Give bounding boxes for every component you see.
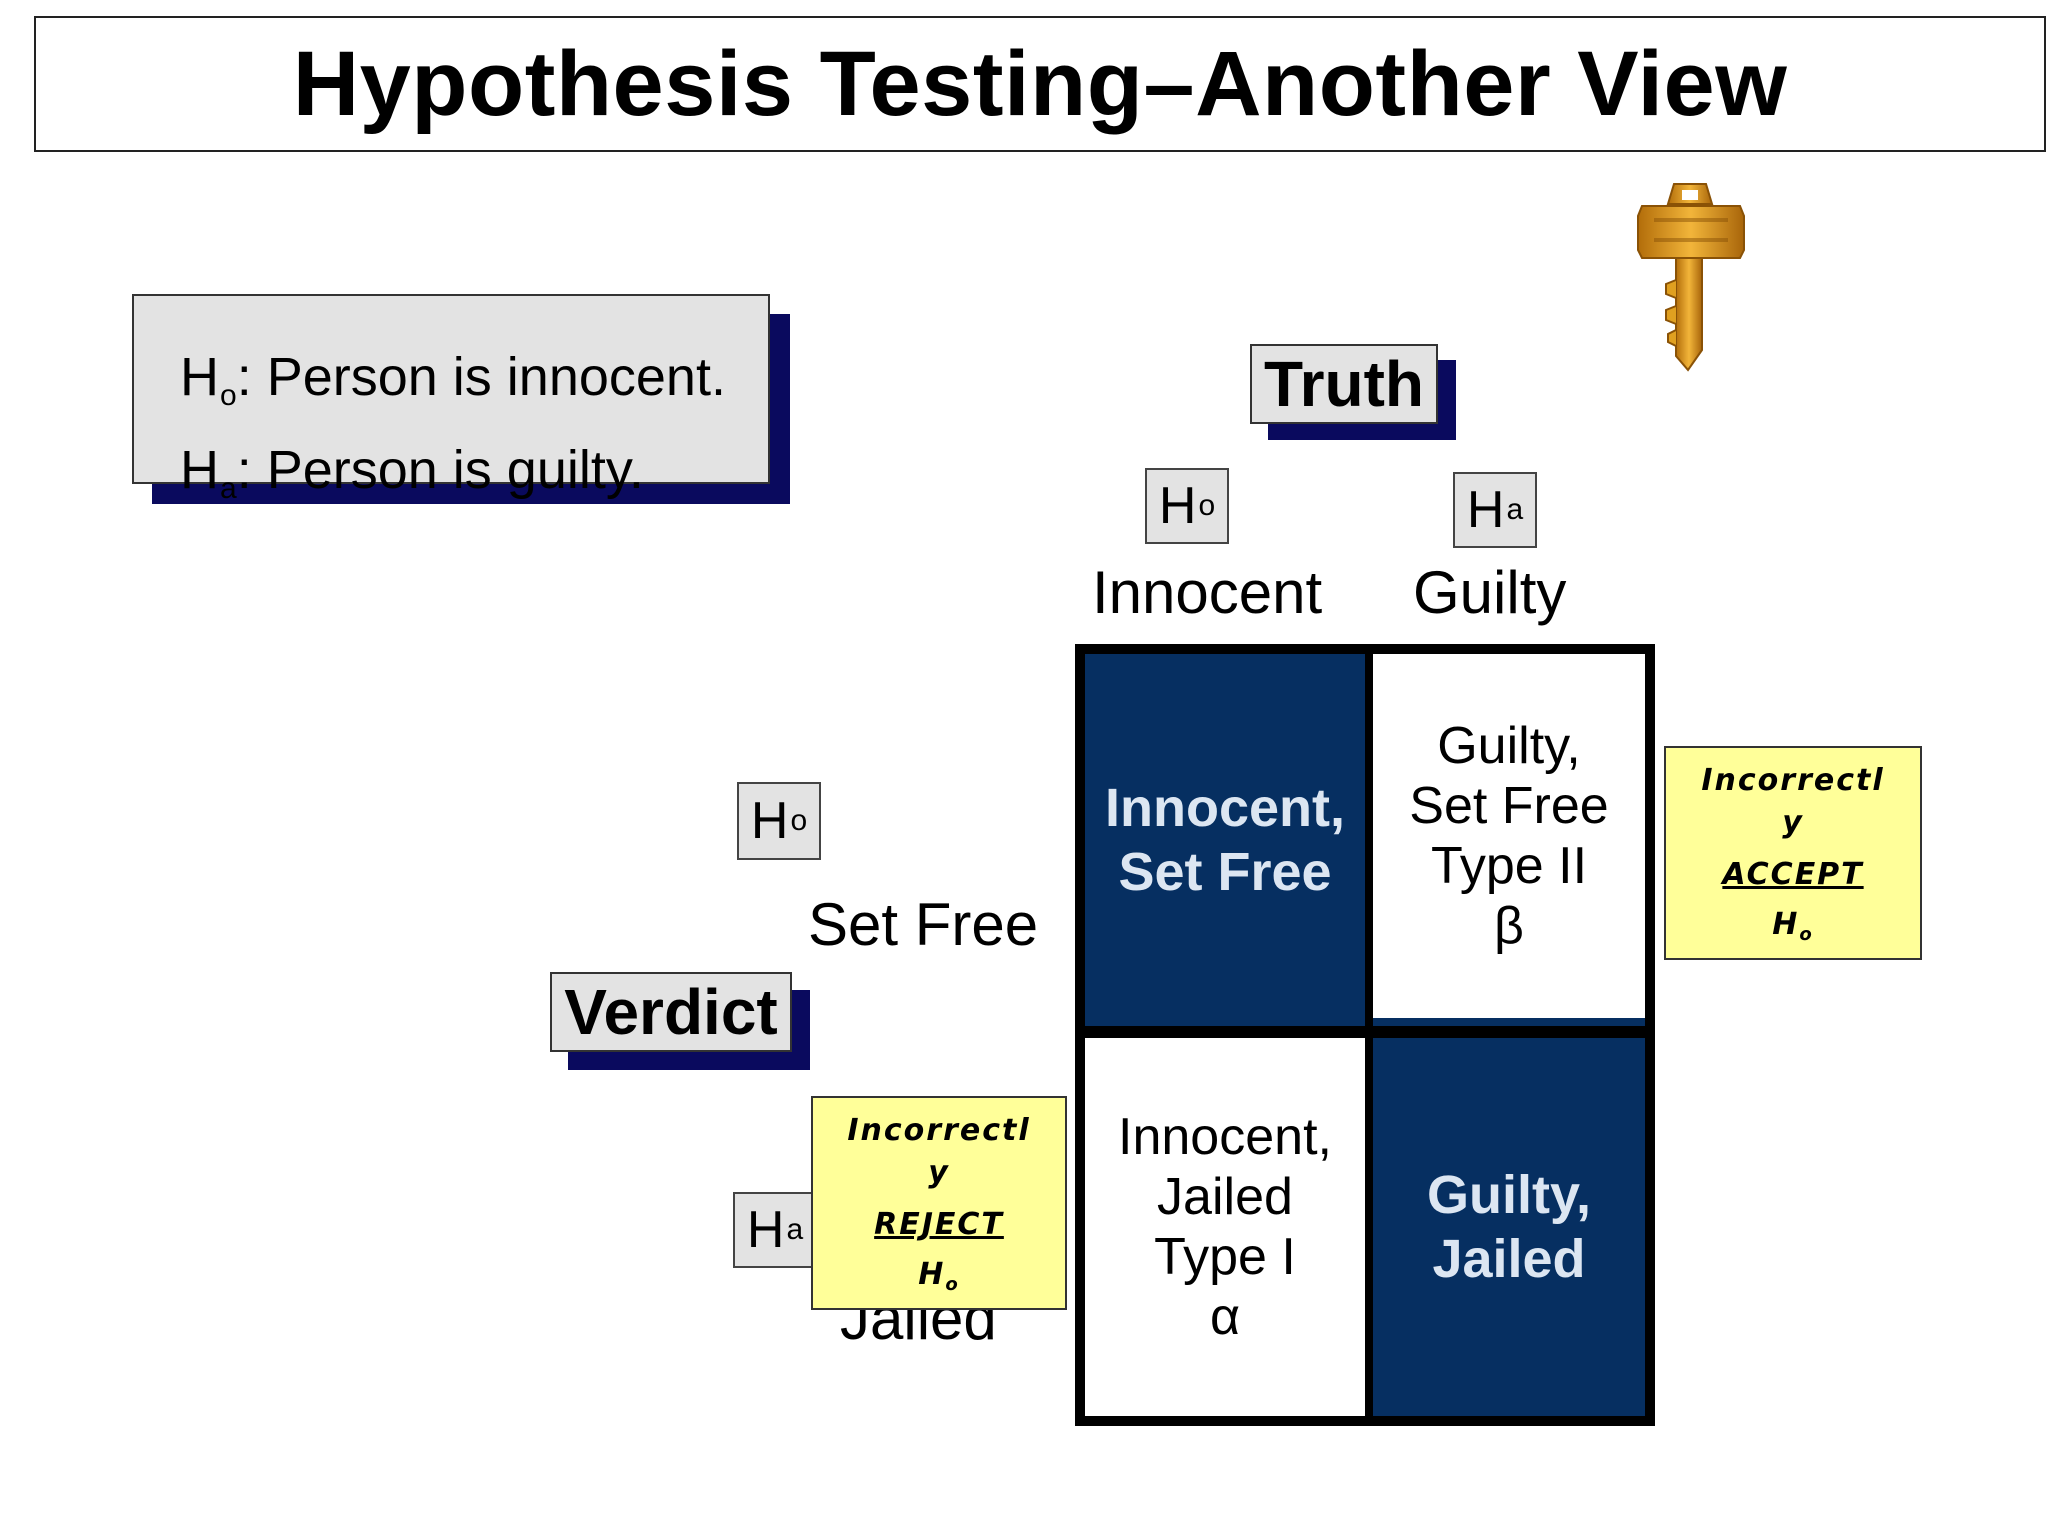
cell-innocent-set-free: Innocent, Set Free <box>1085 654 1365 1026</box>
alternative-hypothesis: Ha: Person is guilty. <box>180 440 644 505</box>
verdict-label: Verdict <box>550 972 792 1052</box>
cell-guilty-set-free: Guilty, Set Free Type II β <box>1373 654 1645 1026</box>
key-icon <box>1637 183 1745 372</box>
column-label-innocent: Innocent <box>1092 559 1323 626</box>
truth-label: Truth <box>1250 344 1438 424</box>
null-hypothesis: Ho: Person is innocent. <box>180 347 726 412</box>
cell-innocent-jailed: Innocent, Jailed Type I α <box>1085 1038 1365 1416</box>
cell-guilty-jailed: Guilty, Jailed <box>1373 1038 1645 1416</box>
decision-grid: Innocent, Set Free Guilty, Set Free Type… <box>1075 644 1655 1426</box>
page-title: Hypothesis Testing–Another View <box>292 32 1788 135</box>
row-label-set-free: Set Free <box>808 891 1039 958</box>
hypotheses-box: Ho: Person is innocent. Ha: Person is gu… <box>132 294 770 505</box>
note-incorrectly-accept: Incorrectl y ACCEPT Ho <box>1664 746 1922 960</box>
title-box: Hypothesis Testing–Another View <box>34 16 2046 152</box>
note-incorrectly-reject: Incorrectl y REJECT Ho <box>811 1096 1067 1310</box>
column-label-guilty: Guilty <box>1413 559 1567 626</box>
